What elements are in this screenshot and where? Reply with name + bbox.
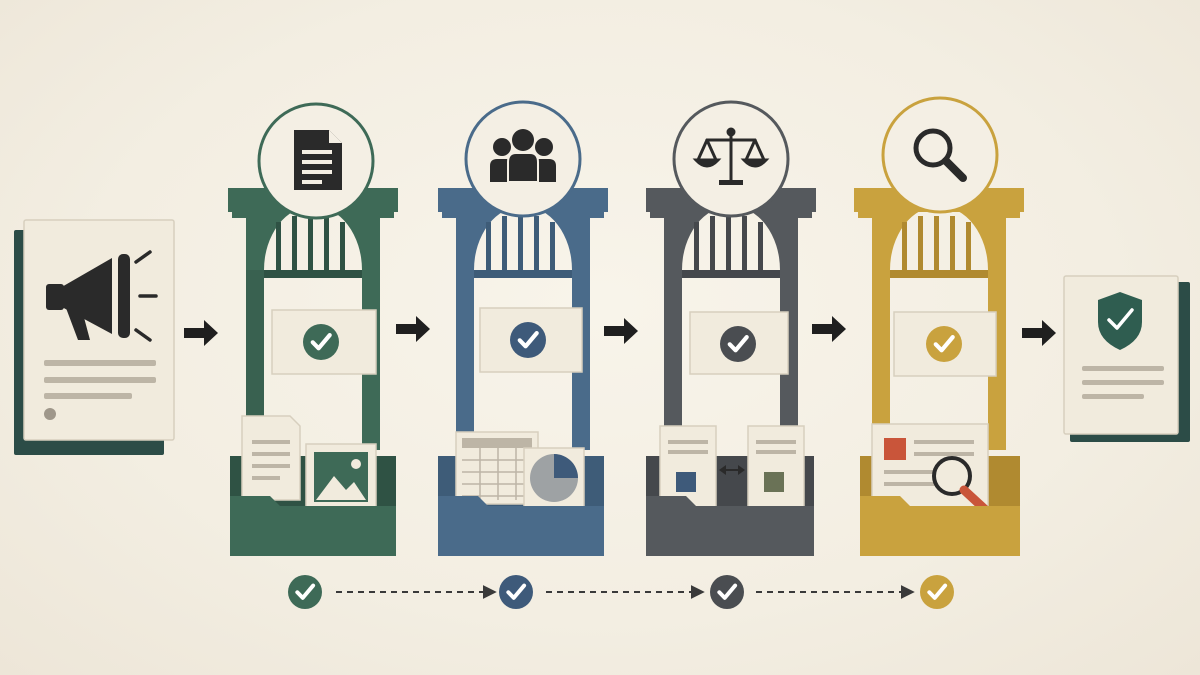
approval-card-2 bbox=[479, 307, 583, 373]
flow-arrow-2 bbox=[396, 316, 430, 342]
gate-stage-3 bbox=[646, 100, 816, 556]
flow-arrow-3 bbox=[604, 318, 638, 344]
people-icon-badge bbox=[464, 100, 582, 218]
flow-arrow-4 bbox=[812, 316, 846, 342]
input-card bbox=[14, 219, 175, 455]
scales-icon bbox=[692, 127, 770, 185]
flow-arrow-5 bbox=[1022, 320, 1056, 346]
shield-check-icon bbox=[1098, 292, 1142, 350]
scales-icon-badge bbox=[672, 100, 790, 218]
approval-card-3 bbox=[689, 311, 789, 375]
check-icon bbox=[510, 322, 546, 358]
timeline-checkpoint-1 bbox=[288, 575, 322, 609]
timeline bbox=[288, 575, 954, 609]
text-line bbox=[44, 393, 132, 399]
document-icon bbox=[294, 130, 342, 190]
check-icon bbox=[303, 324, 339, 360]
compare-documents-icon bbox=[659, 425, 805, 511]
text-line bbox=[1082, 394, 1144, 399]
folder-stage-1 bbox=[230, 415, 396, 556]
folder-stage-2 bbox=[438, 431, 604, 556]
text-line bbox=[1082, 366, 1164, 371]
check-icon bbox=[926, 326, 962, 362]
spreadsheet-pie-chart-icon bbox=[455, 431, 585, 509]
text-line bbox=[44, 377, 156, 383]
text-line bbox=[1082, 380, 1164, 385]
gate-stage-1 bbox=[228, 102, 398, 556]
gate-stage-4 bbox=[854, 96, 1024, 556]
timeline-checkpoint-4 bbox=[920, 575, 954, 609]
output-card bbox=[1063, 275, 1190, 442]
magnifier-icon bbox=[913, 128, 967, 182]
approval-card-4 bbox=[893, 311, 997, 377]
people-icon bbox=[490, 129, 556, 183]
timeline-checkpoint-2 bbox=[499, 575, 533, 609]
timeline-checkpoint-3 bbox=[710, 575, 744, 609]
double-arrow-icon bbox=[719, 465, 745, 475]
folder-stage-3 bbox=[646, 425, 814, 556]
document-icon-badge bbox=[257, 102, 375, 220]
flow-arrows bbox=[184, 316, 1056, 346]
flow-arrow-1 bbox=[184, 320, 218, 346]
folder-stage-4 bbox=[860, 423, 1020, 556]
magnifier-icon-badge bbox=[881, 96, 999, 214]
document-image-icon bbox=[241, 415, 377, 511]
megaphone-icon bbox=[46, 250, 158, 342]
text-line bbox=[44, 360, 156, 366]
gate-stage-2 bbox=[438, 100, 608, 556]
check-icon bbox=[720, 326, 756, 362]
bullet-dot bbox=[44, 408, 56, 420]
approval-card-1 bbox=[271, 309, 377, 375]
